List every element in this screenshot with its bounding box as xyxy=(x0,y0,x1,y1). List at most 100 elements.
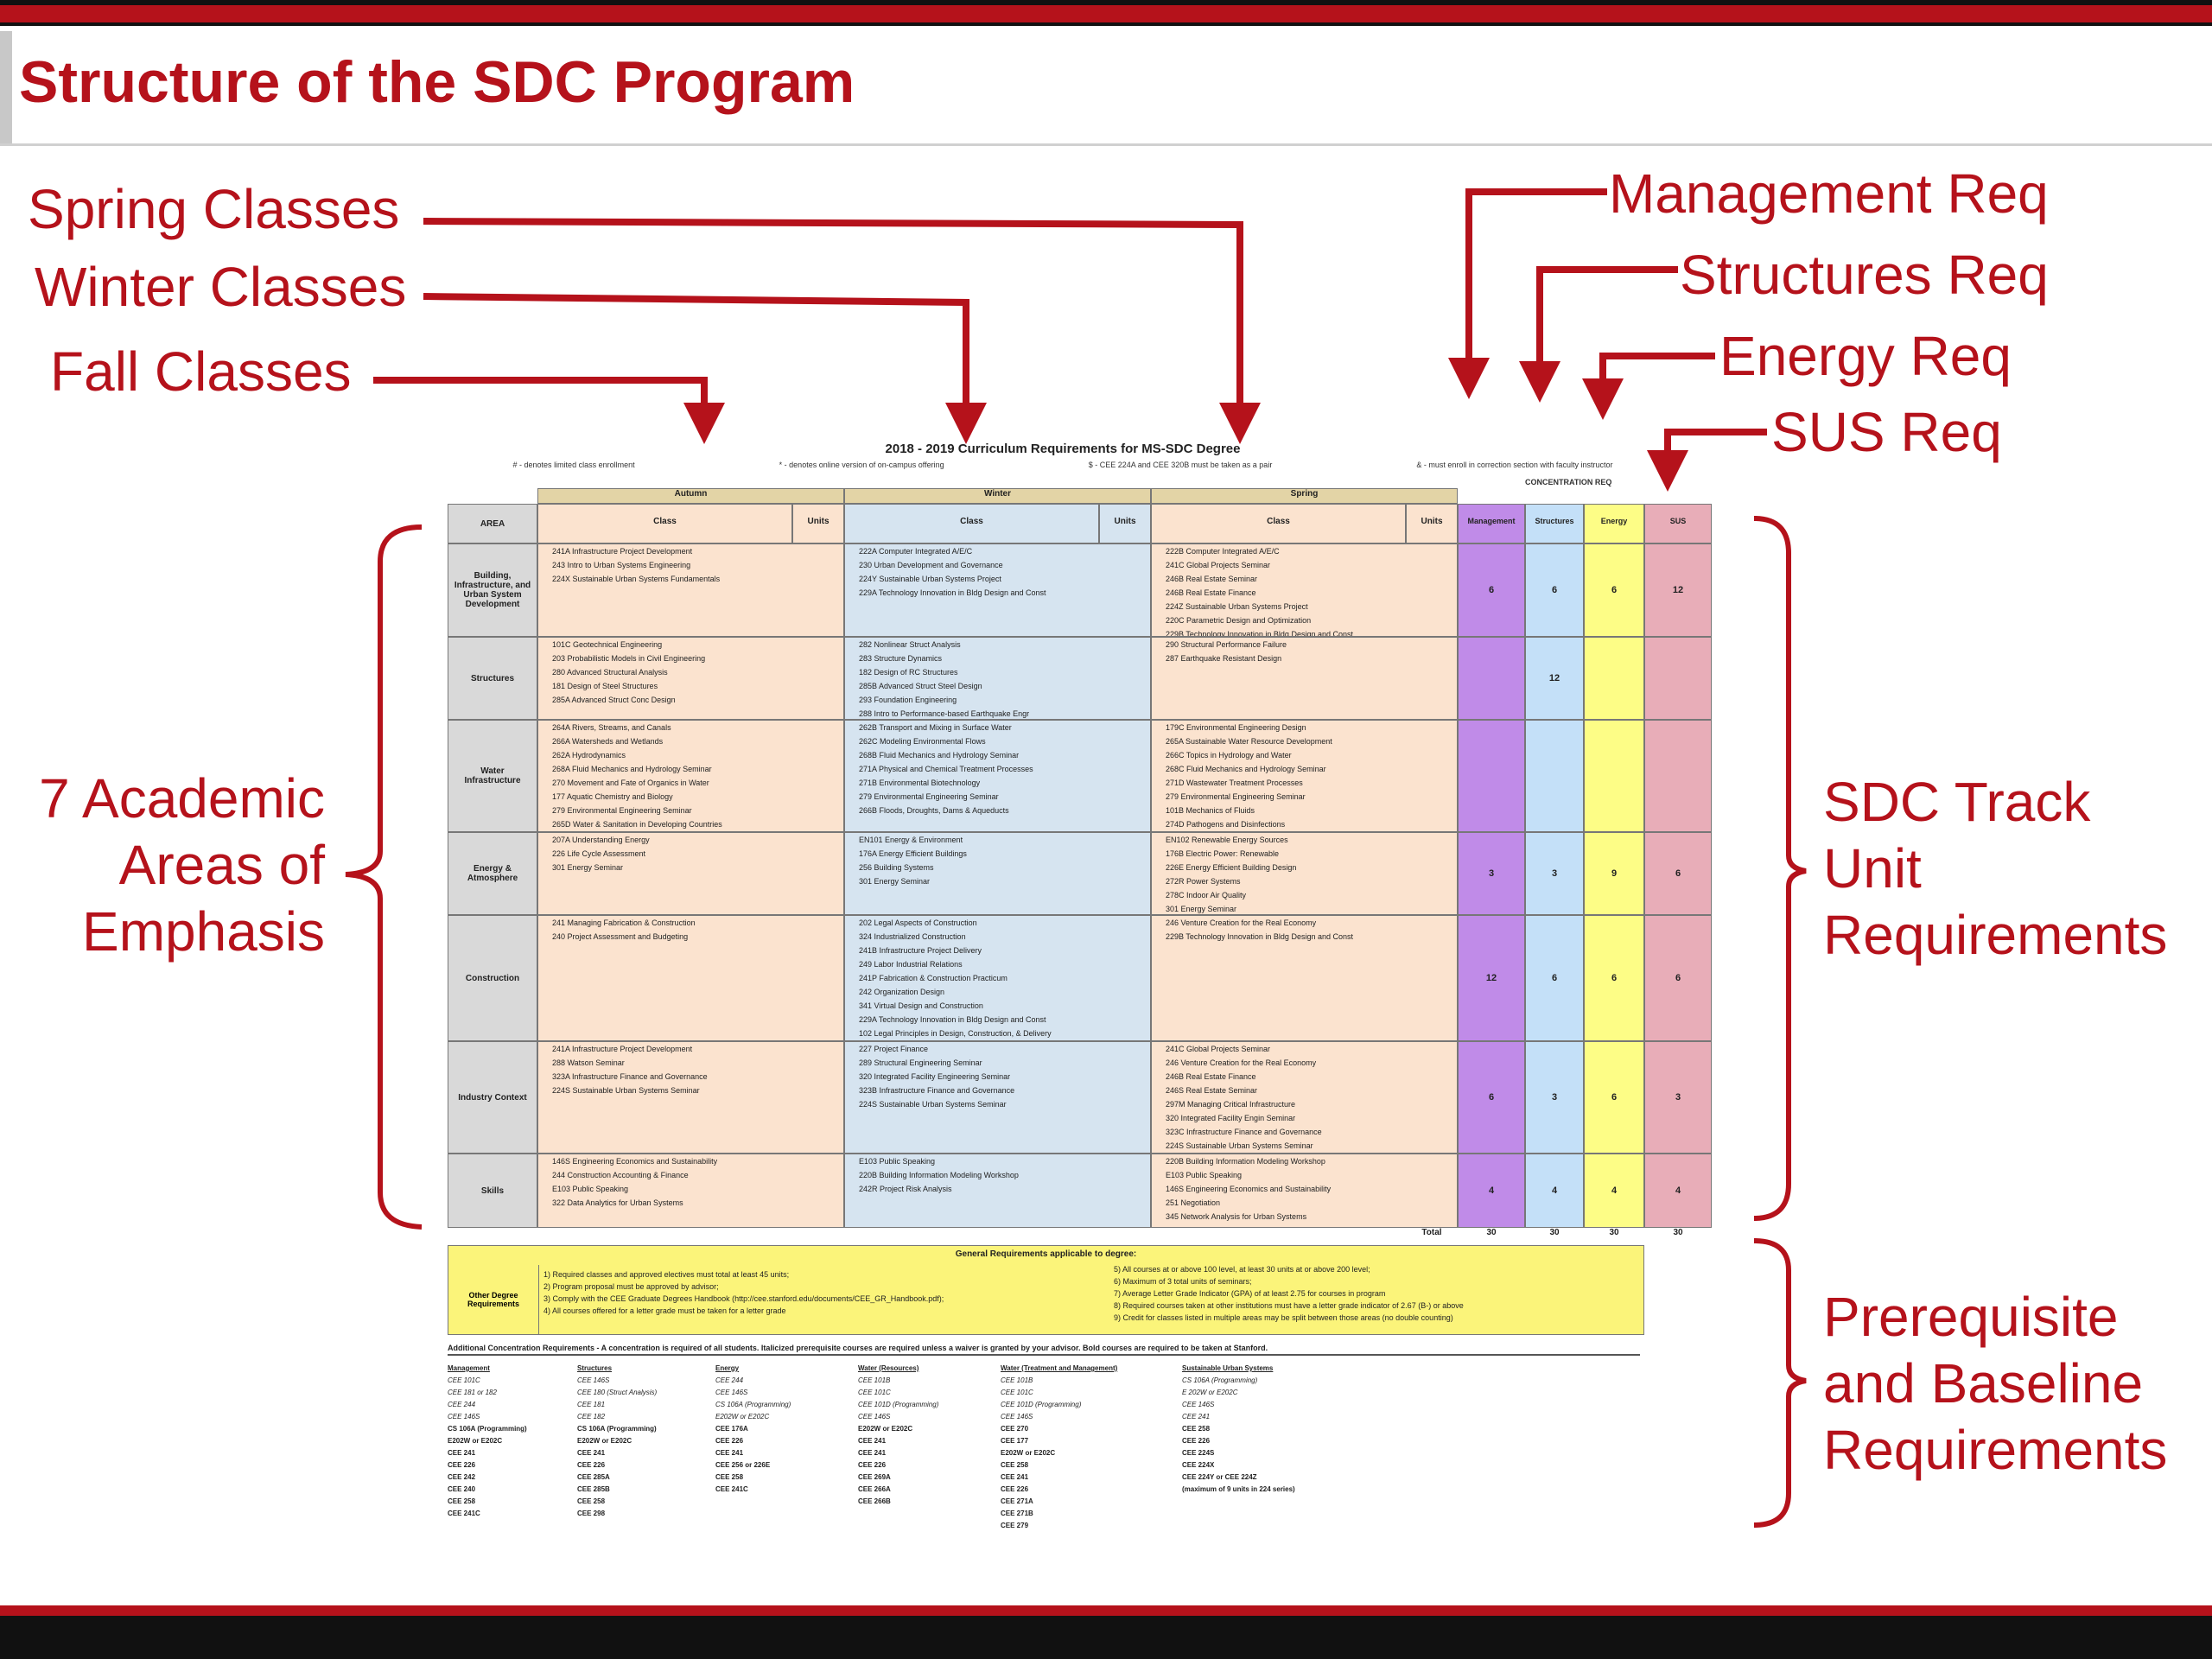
quarter-header: Winter xyxy=(844,488,1151,504)
course-line: 244 Construction Accounting & Finance xyxy=(552,1171,689,1179)
course-line: 322 Data Analytics for Urban Systems xyxy=(552,1198,683,1207)
prerequisite-course: CEE 146S xyxy=(577,1376,610,1384)
concentration-heading: Sustainable Urban Systems xyxy=(1182,1364,1274,1372)
course-line: 265D Water & Sanitation in Developing Co… xyxy=(552,820,722,829)
sus-total: 30 xyxy=(1673,1228,1683,1237)
struct-units-cell: 6 xyxy=(1525,915,1584,1041)
prerequisite-course: CEE 256 or 226E xyxy=(715,1461,771,1469)
prerequisite-course: CEE 224X xyxy=(1182,1461,1215,1469)
spring-arrow xyxy=(423,218,1261,444)
prerequisite-course: CEE 101C xyxy=(448,1376,480,1384)
course-line: 243 Intro to Urban Systems Engineering xyxy=(552,561,691,569)
course-line: 288 Watson Seminar xyxy=(552,1058,625,1067)
mgmt-total: 30 xyxy=(1486,1228,1497,1237)
course-line: 246S Real Estate Seminar xyxy=(1166,1086,1258,1095)
course-line: 270 Movement and Fate of Organics in Wat… xyxy=(552,779,709,787)
bottom-bar xyxy=(0,1605,2212,1659)
course-line: 246 Venture Creation for the Real Econom… xyxy=(1166,918,1317,927)
course-line: 274D Pathogens and Disinfections xyxy=(1166,820,1286,829)
energy-units-cell: 6 xyxy=(1584,1041,1644,1154)
prerequisite-course: CEE 241 xyxy=(858,1437,887,1445)
track-unit-requirements-label: SDC Track Unit Requirements xyxy=(1823,769,2167,968)
prerequisite-course: CEE 270 xyxy=(1001,1425,1029,1433)
course-line: 265A Sustainable Water Resource Developm… xyxy=(1166,737,1332,746)
course-line: 323B Infrastructure Finance and Governan… xyxy=(859,1086,1015,1095)
requirement-line: 6) Maximum of 3 total units of seminars; xyxy=(1114,1277,1252,1286)
course-line: 241P Fabrication & Construction Practicu… xyxy=(859,974,1007,982)
prereq-bracket xyxy=(1753,1238,1807,1528)
course-line: 345 Network Analysis for Urban Systems xyxy=(1166,1212,1307,1221)
area-name: Skills xyxy=(448,1154,537,1228)
label-line: 7 Academic xyxy=(39,767,325,830)
energy-req-label: Energy Req xyxy=(1719,325,2012,387)
area-name: Structures xyxy=(448,637,537,720)
sus-units-cell: 6 xyxy=(1644,832,1712,915)
course-line: EN101 Energy & Environment xyxy=(859,836,963,844)
course-line: 323C Infrastructure Finance and Governan… xyxy=(1166,1128,1322,1136)
general-requirements-right: 5) All courses at or above 100 level, at… xyxy=(1114,1263,1632,1324)
course-line: 297M Managing Critical Infrastructure xyxy=(1166,1100,1296,1109)
prerequisite-course: CEE 298 xyxy=(577,1510,606,1517)
course-line: 146S Engineering Economics and Sustainab… xyxy=(552,1157,718,1166)
course-line: 226 Life Cycle Assessment xyxy=(552,849,646,858)
prerequisite-course: E202W or E202C xyxy=(715,1413,770,1421)
course-line: 220B Building Information Modeling Works… xyxy=(1166,1157,1325,1166)
general-requirements-left: 1) Required classes and approved electiv… xyxy=(543,1268,1045,1317)
concentration-heading: Water (Resources) xyxy=(858,1364,919,1372)
prerequisite-requirements-label: Prerequisite and Baseline Requirements xyxy=(1823,1284,2167,1483)
spring-course-cell: 246 Venture Creation for the Real Econom… xyxy=(1151,915,1458,1041)
course-line: 293 Foundation Engineering xyxy=(859,696,957,704)
fall-arrow xyxy=(373,377,725,444)
energy-units-cell: 9 xyxy=(1584,832,1644,915)
prerequisite-course: CS 106A (Programming) xyxy=(1182,1376,1258,1384)
course-line: 179C Environmental Engineering Design xyxy=(1166,723,1306,732)
course-line: 301 Energy Seminar xyxy=(859,877,931,886)
course-line: 242 Organization Design xyxy=(859,988,945,996)
course-line: 241A Infrastructure Project Development xyxy=(552,1045,693,1053)
units-column-header: Units xyxy=(792,504,844,543)
prerequisite-course: CEE 226 xyxy=(1001,1485,1029,1493)
prerequisite-course: CEE 244 xyxy=(448,1401,476,1408)
quarter-header: Autumn xyxy=(537,488,844,504)
prerequisite-course: CEE 258 xyxy=(577,1497,606,1505)
prerequisite-course: CEE 146S xyxy=(448,1413,480,1421)
energy-units-cell: 6 xyxy=(1584,915,1644,1041)
units-column-header: Units xyxy=(1099,504,1151,543)
note: # - denotes limited class enrollment xyxy=(512,461,635,469)
prerequisite-course: CEE 258 xyxy=(448,1497,476,1505)
winter-classes-label: Winter Classes xyxy=(35,256,407,318)
prerequisite-course: CEE 241 xyxy=(715,1449,744,1457)
course-line: 271A Physical and Chemical Treatment Pro… xyxy=(859,765,1033,773)
course-line: 282 Nonlinear Struct Analysis xyxy=(859,640,961,649)
prerequisite-course: CEE 101C xyxy=(858,1389,891,1396)
course-line: 224S Sustainable Urban Systems Seminar xyxy=(859,1100,1007,1109)
course-line: 176B Electric Power: Renewable xyxy=(1166,849,1280,858)
course-line: 288 Intro to Performance-based Earthquak… xyxy=(859,709,1030,718)
prerequisite-course: CEE 176A xyxy=(715,1425,748,1433)
prerequisite-course: CEE 146S xyxy=(1182,1401,1215,1408)
prerequisite-course: CEE 258 xyxy=(1182,1425,1211,1433)
requirement-line: 7) Average Letter Grade Indicator (GPA) … xyxy=(1114,1289,1386,1298)
general-requirements-box: General Requirements applicable to degre… xyxy=(448,1245,1644,1335)
fall-course-cell: 241A Infrastructure Project Development 2… xyxy=(537,1041,844,1154)
course-line: 272R Power Systems xyxy=(1166,877,1241,886)
course-line: 203 Probabilistic Models in Civil Engine… xyxy=(552,654,706,663)
label-line: Areas of xyxy=(118,833,325,896)
prerequisite-course: CEE 258 xyxy=(1001,1461,1029,1469)
course-line: 268C Fluid Mechanics and Hydrology Semin… xyxy=(1166,765,1326,773)
prerequisite-course: CEE 101C xyxy=(1001,1389,1033,1396)
course-line: 324 Industrialized Construction xyxy=(859,932,966,941)
prerequisite-course: CEE 226 xyxy=(715,1437,744,1445)
requirement-line: 1) Required classes and approved electiv… xyxy=(543,1270,790,1279)
course-line: 220B Building Information Modeling Works… xyxy=(859,1171,1019,1179)
sus-units-cell: 4 xyxy=(1644,1154,1712,1228)
prerequisite-course: CEE 241 xyxy=(448,1449,476,1457)
